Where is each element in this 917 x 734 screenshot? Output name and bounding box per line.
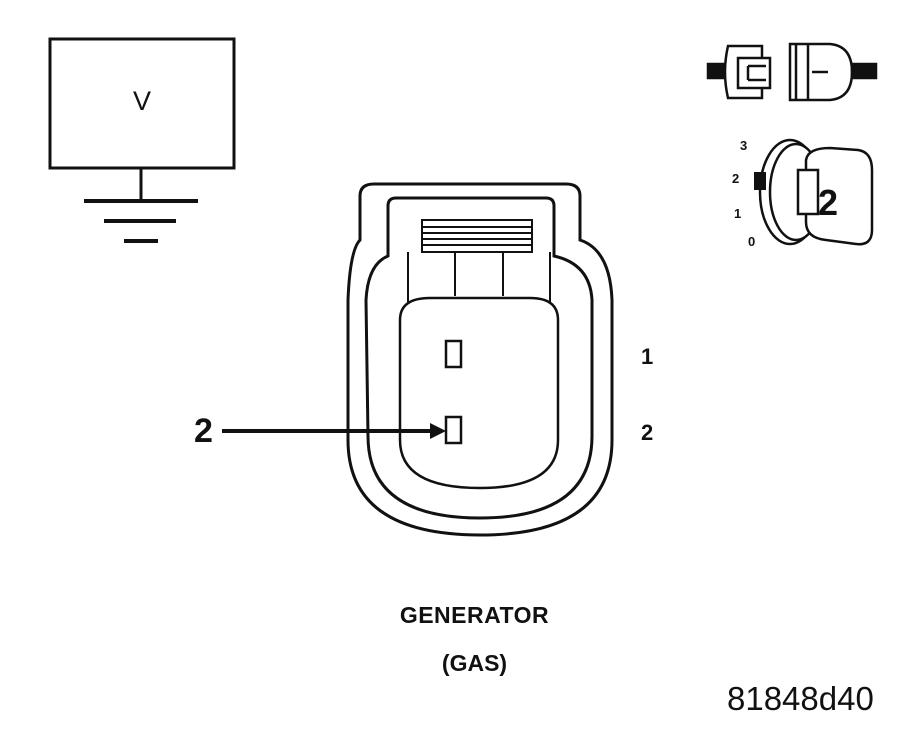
terminal-1 <box>444 339 463 369</box>
switch-position-3: 3 <box>740 138 748 153</box>
switch-position-1: 1 <box>734 206 742 221</box>
pin-label-2: 2 <box>641 420 654 445</box>
pin-label-1: 1 <box>641 344 654 369</box>
connector-disconnect-icon <box>706 42 878 102</box>
probe-arrow <box>222 423 446 439</box>
connector-face <box>346 182 614 537</box>
voltmeter-label: V <box>133 86 152 116</box>
switch-selected-position: 2 <box>818 182 839 223</box>
switch-position-0: 0 <box>748 234 756 249</box>
terminal-2 <box>444 415 463 445</box>
connector-variant: (GAS) <box>441 650 508 676</box>
voltmeter-symbol <box>48 37 236 243</box>
ground-icon <box>84 199 198 243</box>
ignition-switch-icon <box>754 138 874 246</box>
figure-id: 81848d40 <box>727 680 874 717</box>
connector-latch <box>407 219 551 302</box>
connector-name: GENERATOR <box>399 602 550 628</box>
switch-position-2: 2 <box>732 171 740 186</box>
probe-pin-label: 2 <box>194 412 213 450</box>
